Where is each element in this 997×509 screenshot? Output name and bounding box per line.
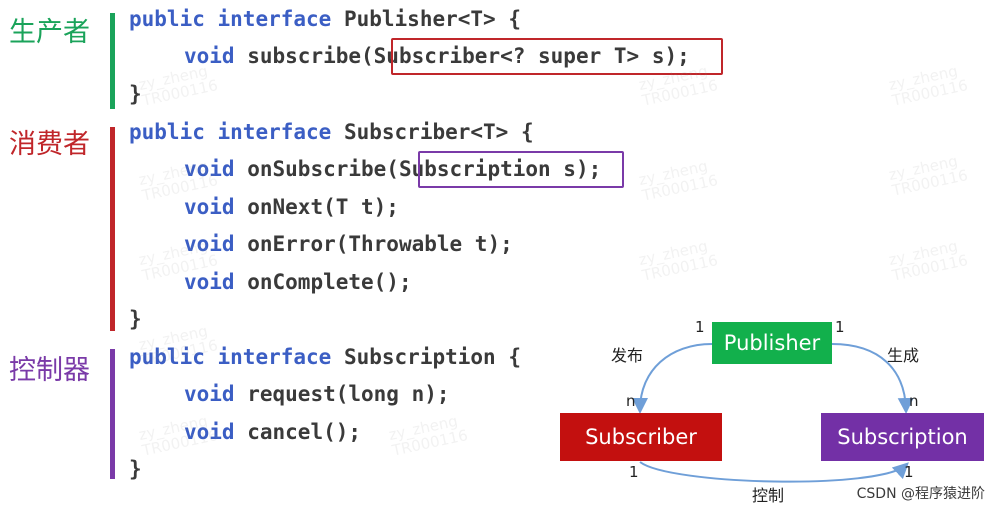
code-line: void cancel(); xyxy=(184,420,361,444)
multiplicity-publisher-left: 1 xyxy=(695,318,705,336)
multiplicity-subscriber-bottom: 1 xyxy=(629,463,639,481)
keyword-void: void xyxy=(184,195,235,219)
generate-arrow xyxy=(831,343,914,414)
code-text: request(long n); xyxy=(247,382,450,406)
multiplicity-subscription-top: n xyxy=(909,392,919,410)
publisher-node: Publisher xyxy=(712,322,832,364)
keyword-interface: interface xyxy=(217,120,332,144)
code-line: void onComplete(); xyxy=(184,270,412,294)
code-text: Subscription { xyxy=(343,345,521,369)
generate-label: 生成 xyxy=(887,346,920,365)
code-line: } xyxy=(129,307,142,331)
code-line: } xyxy=(129,82,142,106)
control-label: 控制 xyxy=(752,486,785,505)
code-text: } xyxy=(129,307,142,331)
controller-bar xyxy=(110,349,115,479)
code-text: onNext(T t); xyxy=(247,195,399,219)
keyword-void: void xyxy=(184,270,235,294)
code-text: } xyxy=(129,457,142,481)
code-text: Subscriber<T> { xyxy=(343,120,534,144)
code-text: Publisher<T> { xyxy=(343,7,521,31)
subscription-param-highlight xyxy=(418,151,624,188)
keyword-interface: interface xyxy=(217,345,332,369)
code-text: onError(Throwable t); xyxy=(247,232,513,256)
producer-bar xyxy=(110,13,115,109)
code-line: } xyxy=(129,457,142,481)
producer-label: 生产者 xyxy=(9,17,90,48)
subscription-node: Subscription xyxy=(821,413,984,461)
code-line: public interface Subscription { xyxy=(129,345,521,369)
code-text: onSubscribe(Subscription s); xyxy=(247,157,602,181)
subscriber-param-highlight xyxy=(391,38,723,75)
keyword-interface: interface xyxy=(217,7,332,31)
subscription-interface-code: public interface Subscription { void req… xyxy=(129,345,521,481)
publish-label: 发布 xyxy=(611,346,644,365)
consumer-bar xyxy=(110,127,115,331)
keyword-void: void xyxy=(184,157,235,181)
multiplicity-subscription-bottom: 1 xyxy=(904,463,914,481)
publisher-interface-code: public interface Publisher<T> { void sub… xyxy=(129,7,690,106)
code-text: cancel(); xyxy=(247,420,362,444)
keyword-public: public xyxy=(129,7,205,31)
code-line: void onError(Throwable t); xyxy=(184,232,513,256)
keyword-public: public xyxy=(129,345,205,369)
publish-arrow xyxy=(632,343,713,414)
code-line: void onNext(T t); xyxy=(184,195,399,219)
code-line: void onSubscribe(Subscription s); xyxy=(184,157,601,181)
subscriber-node: Subscriber xyxy=(560,413,722,461)
code-text: } xyxy=(129,82,142,106)
controller-label: 控制器 xyxy=(9,355,90,386)
code-text: subscribe(Subscriber<? super T> s); xyxy=(247,44,690,68)
code-line: void request(long n); xyxy=(184,382,450,406)
code-line: void subscribe(Subscriber<? super T> s); xyxy=(184,44,690,68)
consumer-label: 消费者 xyxy=(9,129,90,160)
keyword-void: void xyxy=(184,382,235,406)
keyword-void: void xyxy=(184,420,235,444)
credit-text: CSDN @程序猿进阶 xyxy=(856,486,985,502)
code-text: onComplete(); xyxy=(247,270,412,294)
code-line: public interface Subscriber<T> { xyxy=(129,120,534,144)
control-arrow xyxy=(639,461,909,483)
multiplicity-publisher-right: 1 xyxy=(835,318,845,336)
subscriber-interface-code: public interface Subscriber<T> { void on… xyxy=(129,120,601,331)
keyword-void: void xyxy=(184,232,235,256)
keyword-void: void xyxy=(184,44,235,68)
code-line: public interface Publisher<T> { xyxy=(129,7,521,31)
keyword-public: public xyxy=(129,120,205,144)
multiplicity-subscriber-top: n xyxy=(626,392,636,410)
